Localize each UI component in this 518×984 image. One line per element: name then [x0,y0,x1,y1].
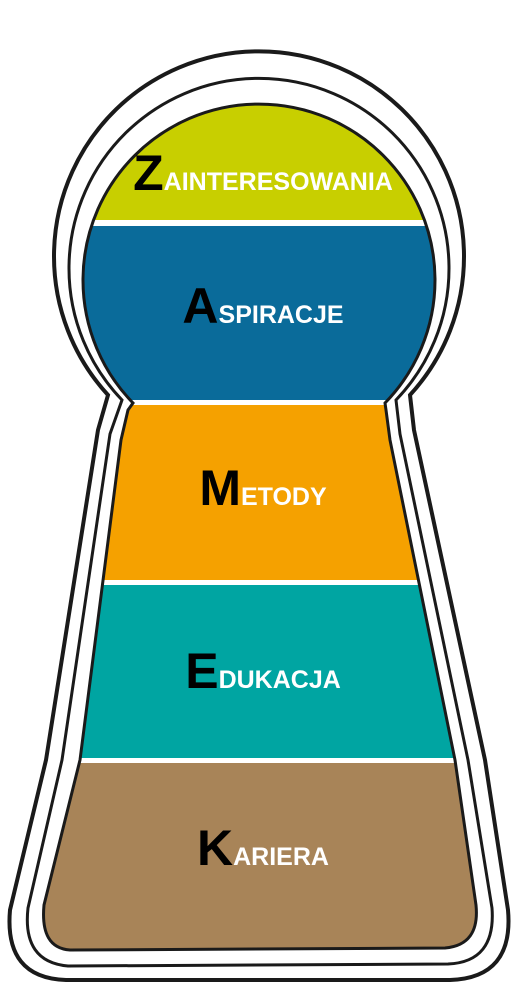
keyhole-shape-outline [42,102,478,952]
label-kariera: KARIERA [197,820,329,876]
label-rest: DUKACJA [219,666,341,694]
label-rest: ETODY [241,483,327,511]
label-metody: METODY [199,460,327,516]
label-rest: ARIERA [233,843,329,871]
band-aspiracje [43,226,477,400]
label-rest: AINTERESOWANIA [164,168,393,196]
label-initial: K [197,820,233,876]
label-initial: Z [133,145,164,201]
label-initial: A [182,278,218,334]
band-kariera [43,763,477,951]
band-edukacja [43,585,477,758]
label-edukacja: EDUKACJA [185,643,341,699]
label-initial: M [199,460,241,516]
label-rest: SPIRACJE [219,301,344,329]
label-initial: E [185,643,218,699]
label-aspiracje: ASPIRACJE [182,278,343,334]
label-zainteresowania: ZAINTERESOWANIA [133,145,393,201]
